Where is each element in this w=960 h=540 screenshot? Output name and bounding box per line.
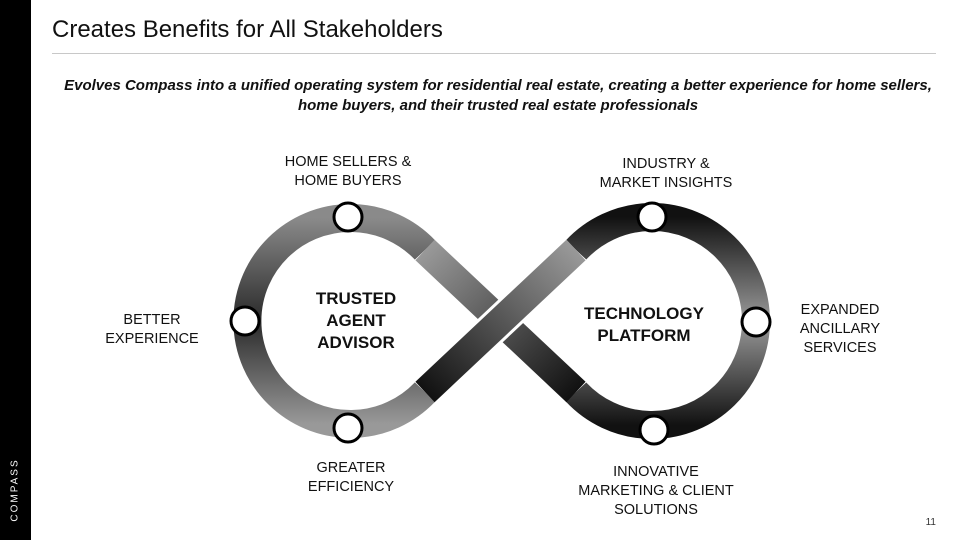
- page-title: Creates Benefits for All Stakeholders: [52, 16, 443, 43]
- node-sellers: [332, 201, 364, 233]
- cross-band-up: [415, 239, 586, 403]
- node-experience: [229, 305, 261, 337]
- node-efficiency: [332, 412, 364, 444]
- trusted-agent-advisor: TRUSTED AGENT ADVISOR: [315, 289, 397, 352]
- node-insights: [636, 201, 668, 233]
- node-marketing: [638, 414, 670, 446]
- label-greater-efficiency: GREATER EFFICIENCY: [307, 460, 395, 495]
- label-better-experience: BETTER EXPERIENCE: [105, 312, 199, 347]
- divider: [52, 53, 936, 54]
- node-ancillary: [740, 306, 772, 338]
- sidebar: COMPASS: [0, 0, 31, 540]
- label-industry-insights: INDUSTRY & MARKET INSIGHTS: [599, 156, 733, 191]
- subtitle: Evolves Compass into a unified operating…: [64, 77, 932, 114]
- label-home-sellers: HOME SELLERS & HOME BUYERS: [284, 154, 412, 189]
- label-innovative-marketing: INNOVATIVE MARKETING & CLIENT SOLUTIONS: [578, 464, 734, 518]
- page-number: 11: [925, 517, 936, 528]
- technology-platform: TECHNOLOGY PLATFORM: [584, 304, 704, 345]
- label-ancillary-services: EXPANDED ANCILLARY SERVICES: [799, 302, 881, 356]
